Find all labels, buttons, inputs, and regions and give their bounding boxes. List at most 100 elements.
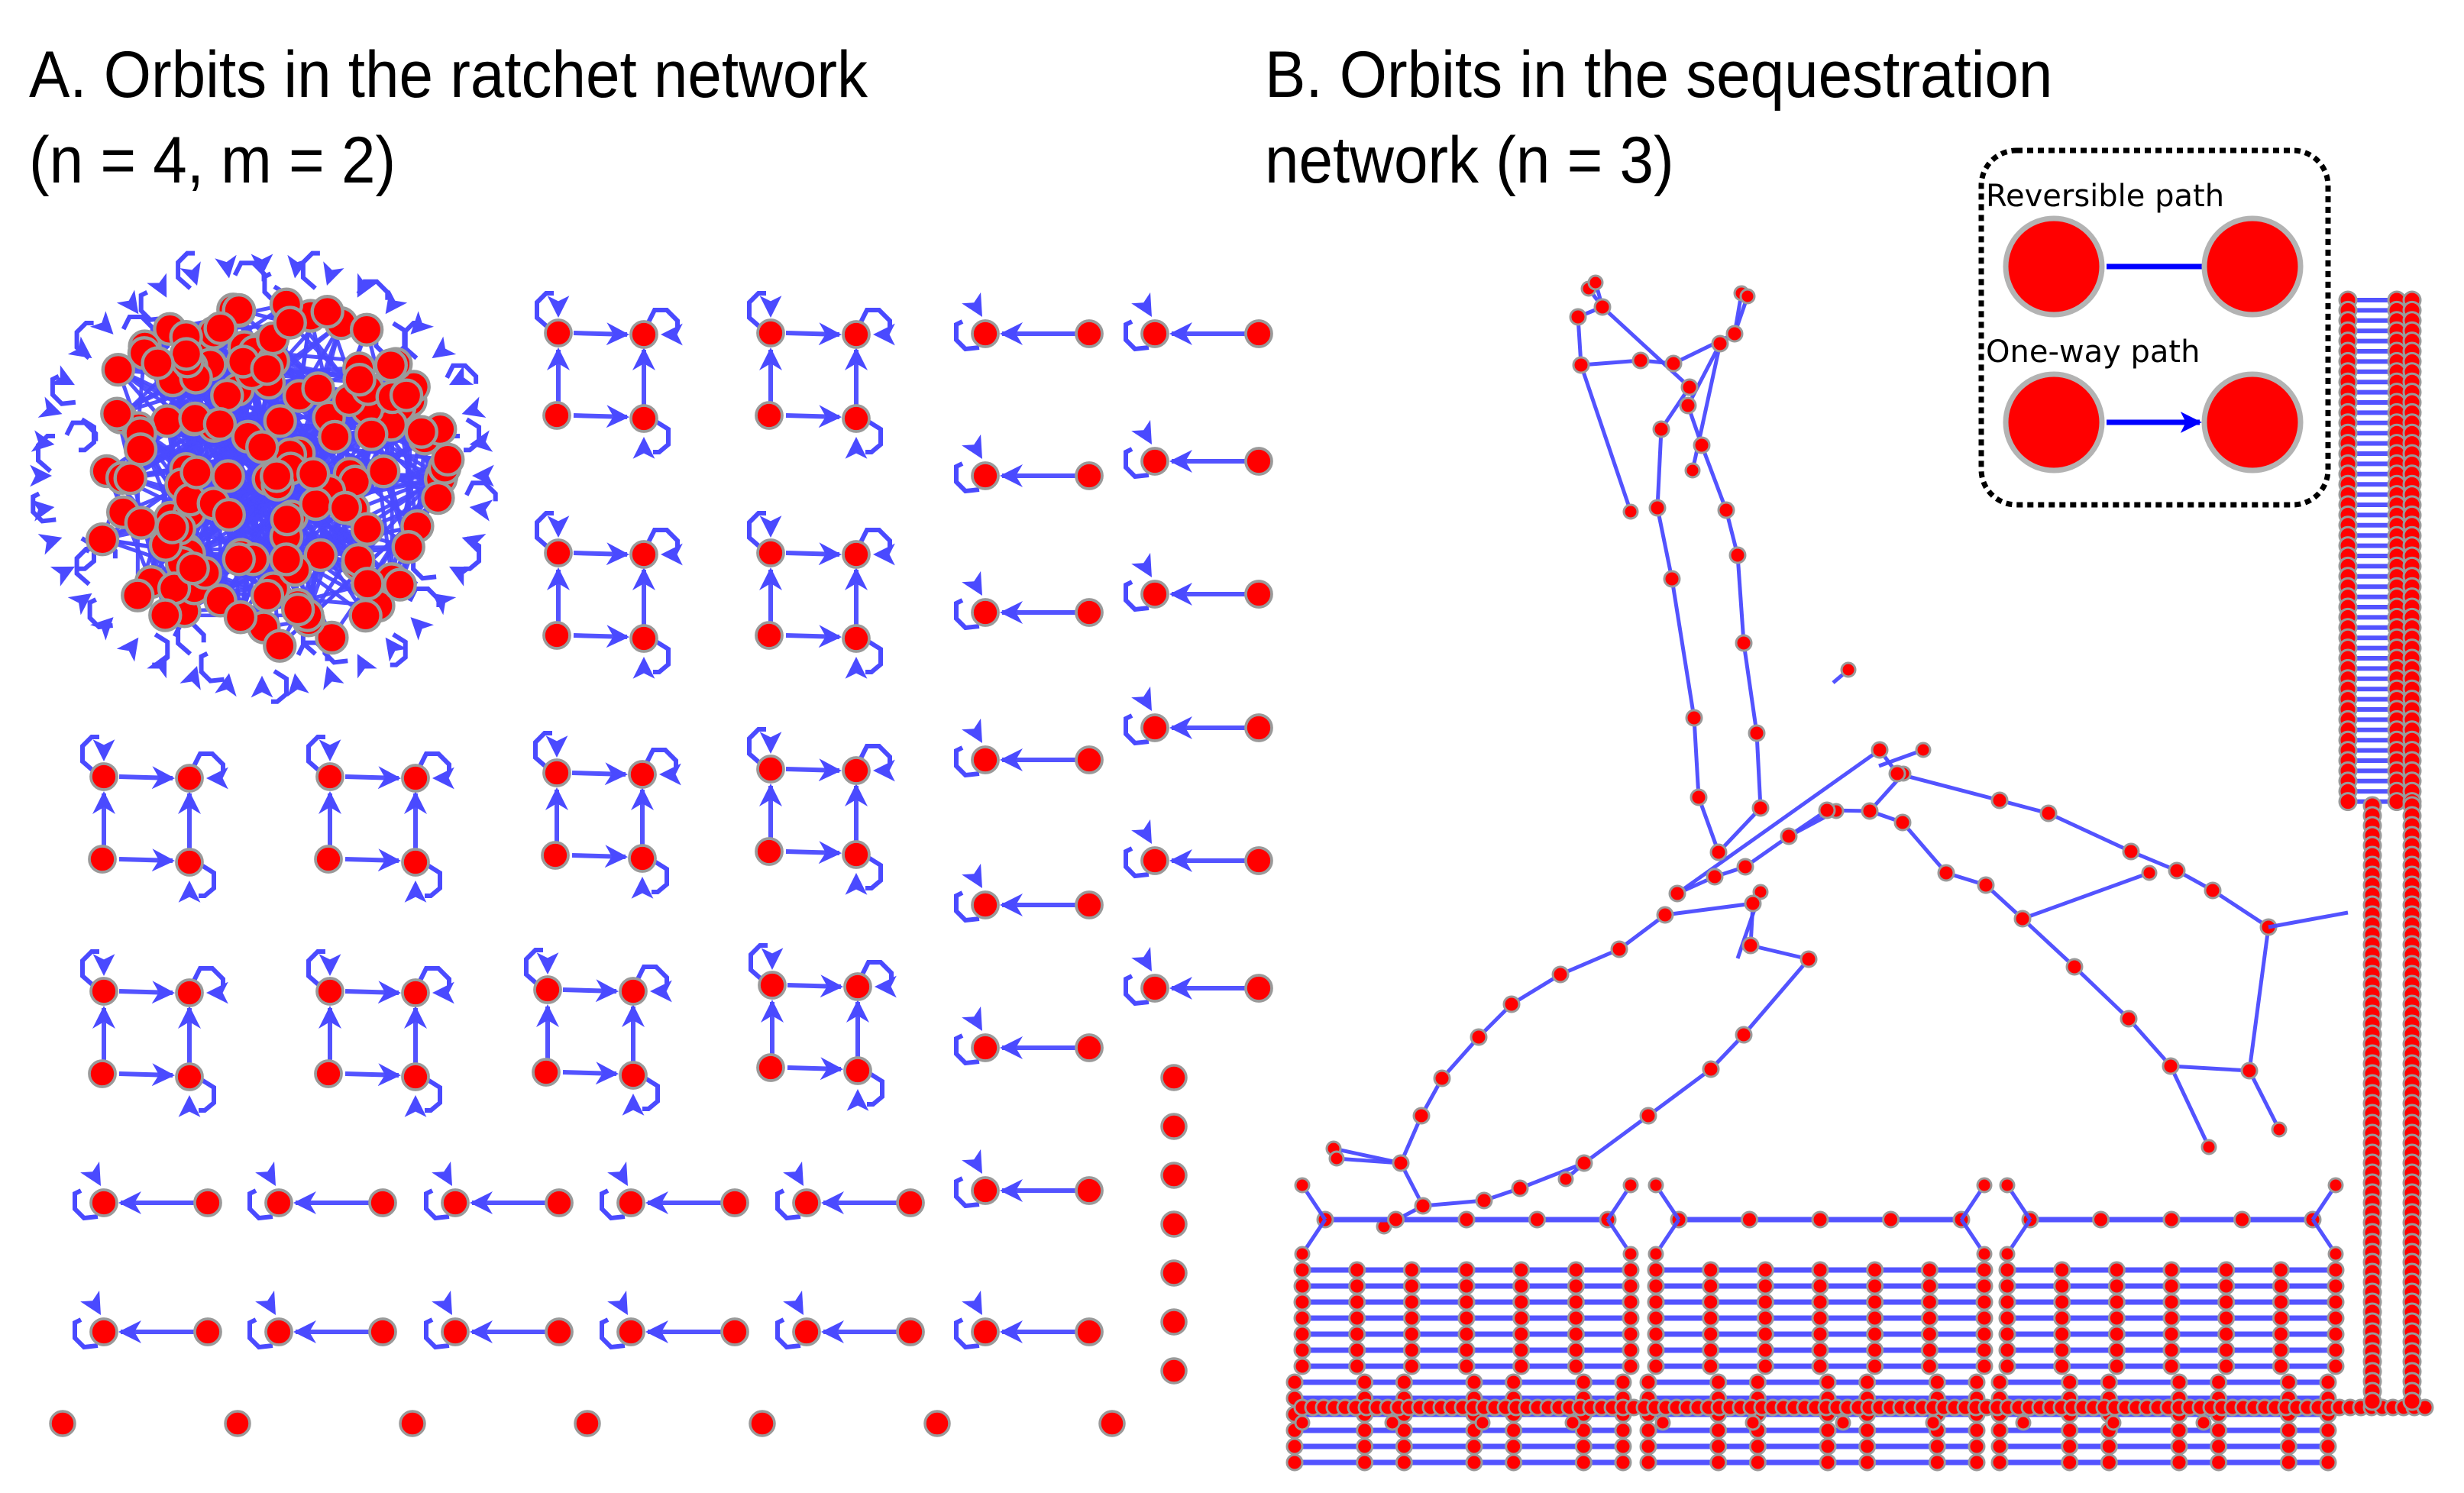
- one-way-edge: [785, 542, 842, 566]
- orbit-node: [1799, 950, 1818, 968]
- panel-a-title-line2: (n = 4, m = 2): [29, 124, 396, 197]
- orbit-node: [1293, 1277, 1311, 1295]
- orbit-node: [2168, 861, 2186, 880]
- orbit-node: [1348, 1293, 1366, 1311]
- orbit-node: [1294, 1246, 1311, 1262]
- orbit-node: [1639, 1437, 1657, 1456]
- reversible-edge: [1741, 642, 1759, 734]
- orbit-node: [1293, 1325, 1311, 1343]
- incoming-arrowhead: [962, 863, 982, 888]
- orbit-node: [2327, 1341, 2345, 1359]
- incoming-arrowhead: [449, 365, 474, 386]
- orbit-node: [1748, 1437, 1767, 1456]
- orbit-node: [1968, 1437, 1986, 1456]
- one-way-edge: [562, 979, 619, 1003]
- orbit-node: [1998, 1293, 2016, 1311]
- orbit-node: [1858, 1437, 1877, 1456]
- orbit-node: [1684, 462, 1701, 479]
- orbit-node: [1866, 1293, 1884, 1311]
- pair-orbit: [954, 1149, 1104, 1209]
- orbit-node: [1998, 1325, 2016, 1343]
- orbit-node: [842, 540, 871, 569]
- orbit-node: [1920, 1261, 1939, 1279]
- orbit-node: [1893, 813, 1912, 832]
- orbit-node: [1976, 1246, 1993, 1262]
- incoming-arrowhead: [404, 881, 427, 903]
- orbit-node: [401, 978, 430, 1007]
- orbit-node: [2327, 1293, 2345, 1311]
- orbit-node: [792, 1188, 821, 1217]
- orbit-node: [2279, 1437, 2297, 1456]
- orbit-node: [1685, 709, 1703, 727]
- incoming-arrowhead: [319, 739, 341, 761]
- incoming-arrowhead: [179, 665, 201, 690]
- reversible-edge: [2073, 965, 2130, 1020]
- incoming-arrowhead: [846, 1089, 869, 1111]
- one-way-edge: [785, 758, 842, 782]
- orbit-node: [366, 454, 401, 489]
- reversible-edge: [1750, 943, 1809, 961]
- one-way-edge: [573, 322, 629, 346]
- orbit-node: [1457, 1210, 1476, 1229]
- orbit-node: [842, 320, 871, 349]
- incoming-arrowhead: [650, 980, 672, 1003]
- orbit-node: [1702, 1060, 1720, 1078]
- orbit-node: [421, 480, 455, 515]
- orbit-node: [1294, 1414, 1311, 1431]
- orbit-node: [1871, 741, 1889, 759]
- self-loop-edge: [1124, 713, 1150, 746]
- orbit-node: [971, 598, 1000, 627]
- incoming-arrowhead: [622, 1094, 645, 1116]
- orbit-node: [1977, 876, 1995, 894]
- orbit-node: [2195, 1414, 2212, 1431]
- orbit-node: [1928, 1373, 1946, 1391]
- orbit-node: [1811, 1341, 1829, 1359]
- orbit-node: [1160, 1308, 1188, 1336]
- orbit-node: [1647, 1309, 1665, 1327]
- orbit-node: [749, 1410, 776, 1437]
- orbit-node: [250, 578, 285, 613]
- orbit-node: [1392, 1154, 1410, 1172]
- reversible-edge: [2047, 811, 2133, 854]
- self-loop-edge: [31, 491, 57, 524]
- incoming-arrowhead: [116, 289, 139, 315]
- orbit-node: [348, 598, 383, 633]
- orbit-node: [1709, 1373, 1728, 1391]
- one-way-edge: [785, 322, 842, 346]
- large-orbit-cluster: [30, 250, 498, 704]
- self-loop-edge: [192, 966, 225, 987]
- orbit-node: [1819, 1437, 1837, 1456]
- self-loop-edge: [464, 480, 498, 502]
- incoming-arrowhead: [404, 1095, 427, 1117]
- orbit-node: [1567, 1325, 1585, 1343]
- one-way-edge: [118, 1063, 175, 1087]
- orbit-node: [1567, 1277, 1585, 1295]
- orbit-node: [2327, 1325, 2345, 1343]
- pair-orbit: [1124, 552, 1273, 612]
- orbit-node: [629, 540, 658, 569]
- pair-orbit: [775, 1161, 925, 1221]
- orbit-node: [350, 512, 385, 546]
- orbit-node: [1999, 1177, 2016, 1194]
- reversible-edge: [2211, 888, 2270, 929]
- orbit-node: [971, 1176, 1000, 1205]
- orbit-node: [176, 551, 210, 586]
- orbit-node: [2272, 1261, 2290, 1279]
- orbit-node: [1702, 1293, 1720, 1311]
- orbit-node: [1622, 1341, 1640, 1359]
- self-loop-edge: [865, 639, 883, 674]
- orbit-node: [85, 522, 120, 557]
- self-loop-edge: [445, 363, 479, 384]
- orbit-node: [1639, 1373, 1657, 1391]
- orbit-node: [1866, 1261, 1884, 1279]
- orbit-node: [1920, 1357, 1939, 1375]
- incoming-arrowhead: [545, 735, 568, 758]
- orbit-node: [1402, 1293, 1421, 1311]
- orbit-node: [2210, 1421, 2228, 1440]
- orbit-node: [1610, 940, 1628, 958]
- self-loop-edge: [535, 511, 554, 551]
- incoming-arrowhead: [607, 1161, 628, 1186]
- orbit-node: [1975, 1309, 1994, 1327]
- self-loop-edge: [954, 745, 980, 778]
- orbit-node: [1920, 1277, 1939, 1295]
